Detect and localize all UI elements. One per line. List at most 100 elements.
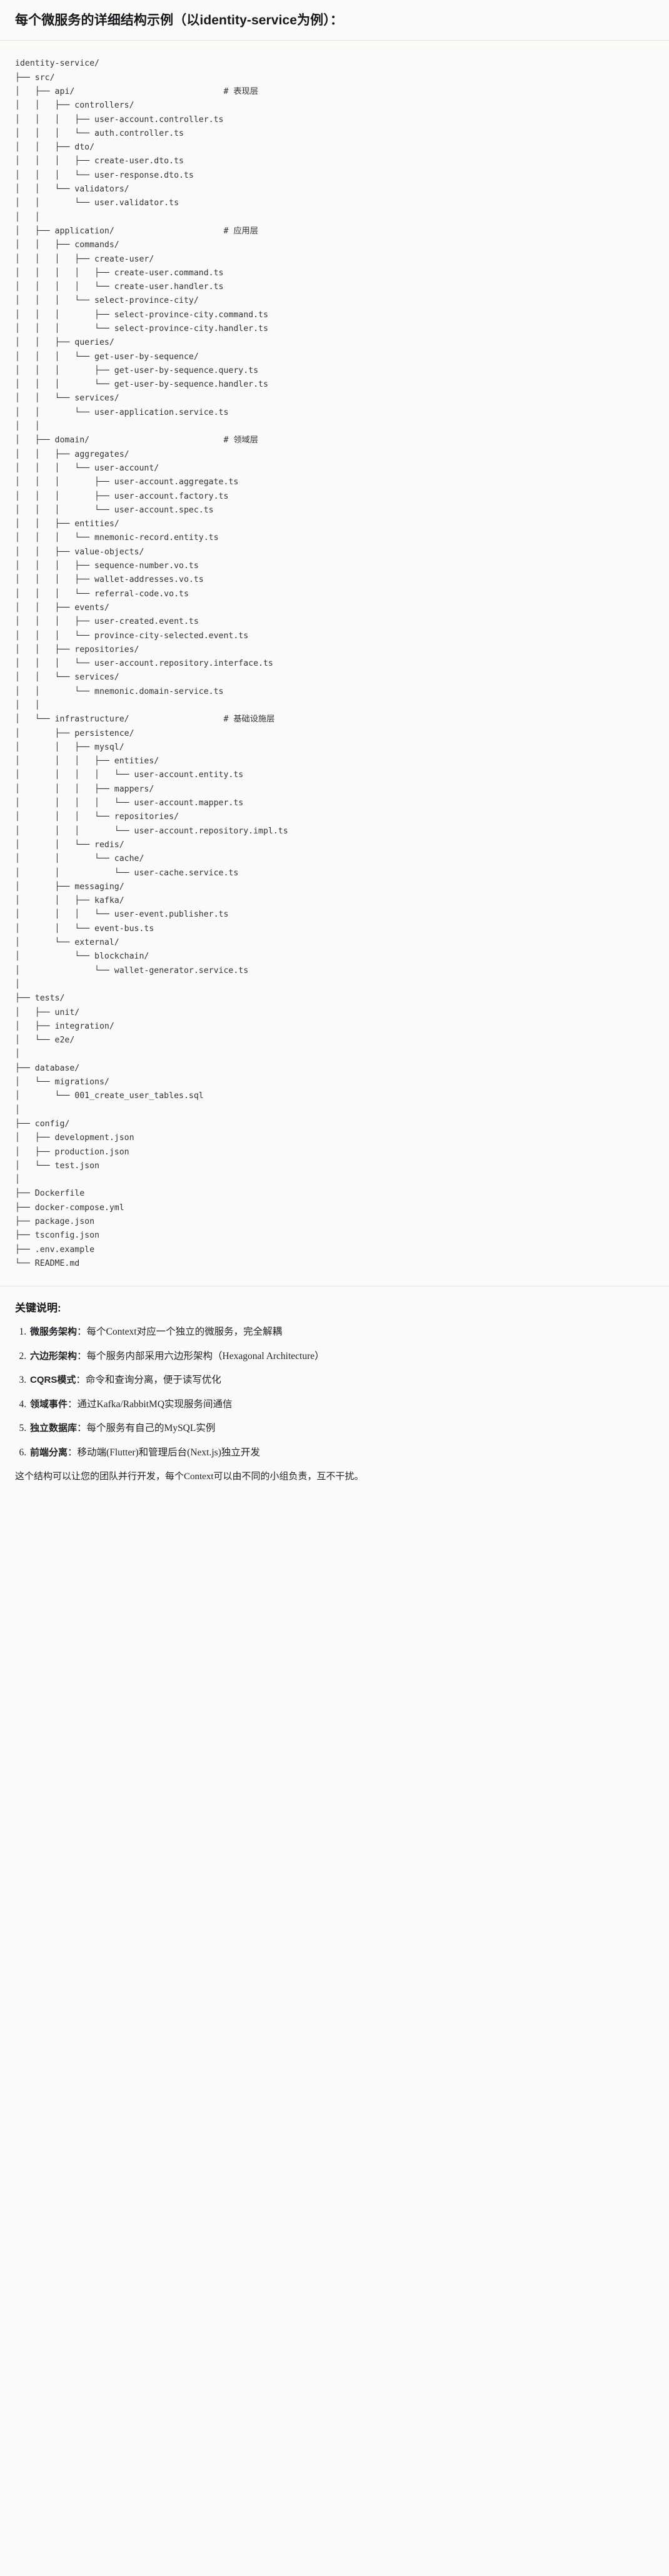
tree-line: │ │ │ ├── user-account.controller.ts [15,115,224,125]
tree-line: │ │ ├── entities/ [15,519,119,529]
tree-line: └── README.md [15,1258,80,1268]
key-note-separator: ： [68,1447,78,1458]
tree-line: │ │ ├── mysql/ [15,742,124,752]
tree-line-comment: # 表现层 [223,86,258,96]
title-divider [0,40,669,41]
tree-line: │ └── wallet-generator.service.ts [15,965,249,975]
tree-line: │ │ │ │ └── user-account.mapper.ts [15,798,244,808]
tree-line: │ │ [15,701,40,710]
tree-line: │ │ │ ├── entities/ [15,756,159,766]
tree-line: ├── package.json [15,1216,95,1226]
tree-line: │ [15,1049,20,1059]
tree-line: ├── tests/ [15,994,65,1004]
tree-line: │ │ ├── aggregates/ [15,449,129,459]
tree-line: │ │ ├── controllers/ [15,101,134,111]
footer-note: 这个结构可以让您的团队并行开发，每个Context可以由不同的小组负责，互不干扰… [15,1472,364,1482]
key-note-item: CQRS模式：命令和查询分离，便于读写优化 [29,1373,654,1388]
tree-line: │ │ │ └── auth.controller.ts [15,128,184,138]
key-note-description: 通过Kafka/RabbitMQ实现服务间通信 [77,1398,233,1410]
tree-line: │ │ │ │ └── user-account.entity.ts [15,770,244,780]
tree-line: │ │ │ └── user-account/ [15,463,159,473]
tree-line: │ │ ├── kafka/ [15,896,124,906]
tree-line: │ │ │ ├── select-province-city.command.t… [15,310,268,320]
directory-tree: identity-service/ ├── src/ │ ├── api/ # … [15,57,654,1271]
tree-line: │ │ └── user-cache.service.ts [15,868,239,878]
tree-line: │ │ │ │ ├── create-user.command.ts [15,268,224,278]
key-note-separator: ： [68,1398,78,1410]
tree-line: │ │ │ └── province-city-selected.event.t… [15,631,249,641]
key-note-item: 前端分离：移动端(Flutter)和管理后台(Next.js)独立开发 [29,1445,654,1460]
tree-line: │ └── blockchain/ [15,952,149,962]
key-note-description: 移动端(Flutter)和管理后台(Next.js)独立开发 [77,1447,260,1458]
key-note-term: 领域事件 [30,1398,68,1410]
tree-line: │ │ │ └── user-account.repository.interf… [15,659,273,669]
key-note-item: 独立数据库：每个服务有自己的MySQL实例 [29,1421,654,1436]
tree-line: │ │ │ ├── wallet-addresses.vo.ts [15,575,204,585]
tree-line: │ └── migrations/ [15,1077,109,1087]
tree-line: │ │ │ ├── mappers/ [15,784,154,794]
tree-line: │ │ │ └── get-user-by-sequence.handler.t… [15,380,268,390]
tree-line: │ │ └── user.validator.ts [15,198,179,208]
tree-line: │ │ │ │ └── create-user.handler.ts [15,282,224,292]
document-page: 每个微服务的详细结构示例（以identity-service为例）： ident… [0,0,669,1500]
tree-line: │ │ └── services/ [15,673,119,683]
tree-line: │ └── infrastructure/ # 基础设施层 [15,715,275,725]
tree-line: │ │ │ └── user-event.publisher.ts [15,910,229,920]
tree-line: │ │ └── cache/ [15,854,144,864]
tree-line: │ │ │ ├── get-user-by-sequence.query.ts [15,365,259,375]
tree-line: │ │ │ └── get-user-by-sequence/ [15,352,199,362]
tree-line: │ │ └── validators/ [15,185,129,195]
tree-line-comment: # 应用层 [223,226,258,236]
tree-line: │ └── 001_create_user_tables.sql [15,1091,204,1101]
tree-line: │ └── test.json [15,1161,99,1171]
tree-line: │ │ │ ├── create-user/ [15,254,154,264]
tree-line: │ │ └── event-bus.ts [15,924,154,934]
key-note-term: 微服务架构 [30,1326,78,1338]
key-note-item: 领域事件：通过Kafka/RabbitMQ实现服务间通信 [29,1397,654,1412]
tree-line-comment: # 基础设施层 [223,715,275,725]
tree-line: │ │ [15,422,40,432]
tree-line: │ │ │ └── user-account.spec.ts [15,505,214,515]
key-note-separator: ： [77,1350,87,1362]
tree-line: ├── docker-compose.yml [15,1203,124,1213]
tree-line: │ │ └── services/ [15,394,119,404]
page-title: 每个微服务的详细结构示例（以identity-service为例）： [15,13,343,28]
tree-line: │ │ [15,212,40,222]
tree-line: │ [15,979,20,989]
tree-line: │ │ └── user-application.service.ts [15,407,229,417]
tree-line: ├── Dockerfile [15,1189,85,1199]
tree-line: │ └── external/ [15,938,119,948]
tree-line: │ ├── development.json [15,1133,134,1143]
key-note-separator: ： [77,1326,87,1338]
tree-line: │ │ ├── commands/ [15,240,119,250]
tree-line: │ │ │ ├── user-account.aggregate.ts [15,477,239,487]
key-note-term: CQRS模式 [30,1375,76,1386]
key-note-term: 六边形架构 [30,1350,78,1362]
tree-line: │ │ │ ├── user-created.event.ts [15,617,199,627]
tree-line: │ │ │ ├── create-user.dto.ts [15,156,184,166]
key-note-description: 每个服务内部采用六边形架构（Hexagonal Architecture） [86,1350,324,1362]
tree-line: │ ├── unit/ [15,1007,80,1017]
tree-line: │ │ ├── queries/ [15,338,114,348]
tree-line: identity-service/ [15,59,99,69]
tree-line: │ ├── domain/ # 领域层 [15,435,258,445]
tree-line: │ │ │ └── user-response.dto.ts [15,170,194,180]
tree-line: │ │ │ ├── sequence-number.vo.ts [15,561,199,571]
key-note-separator: ： [77,1423,87,1434]
tree-line: │ │ └── mnemonic.domain-service.ts [15,686,224,696]
key-note-item: 六边形架构：每个服务内部采用六边形架构（Hexagonal Architectu… [29,1349,654,1364]
key-note-description: 每个Context对应一个独立的微服务，完全解耦 [86,1326,283,1338]
tree-line: │ [15,1105,20,1115]
tree-line: ├── .env.example [15,1245,95,1255]
key-note-description: 命令和查询分离，便于读写优化 [85,1375,221,1386]
tree-line: │ ├── messaging/ [15,882,124,892]
tree-line: │ │ │ └── user-account.repository.impl.t… [15,826,288,836]
tree-line: ├── database/ [15,1063,80,1073]
tree-line: │ │ │ └── mnemonic-record.entity.ts [15,533,219,543]
tree-line: │ ├── production.json [15,1147,129,1157]
key-note-separator: ： [76,1375,86,1386]
tree-line: │ │ │ └── select-province-city/ [15,296,199,306]
tree-line: │ [15,1175,20,1185]
tree-line: │ │ │ └── select-province-city.handler.t… [15,323,268,333]
tree-line: │ ├── integration/ [15,1021,114,1031]
